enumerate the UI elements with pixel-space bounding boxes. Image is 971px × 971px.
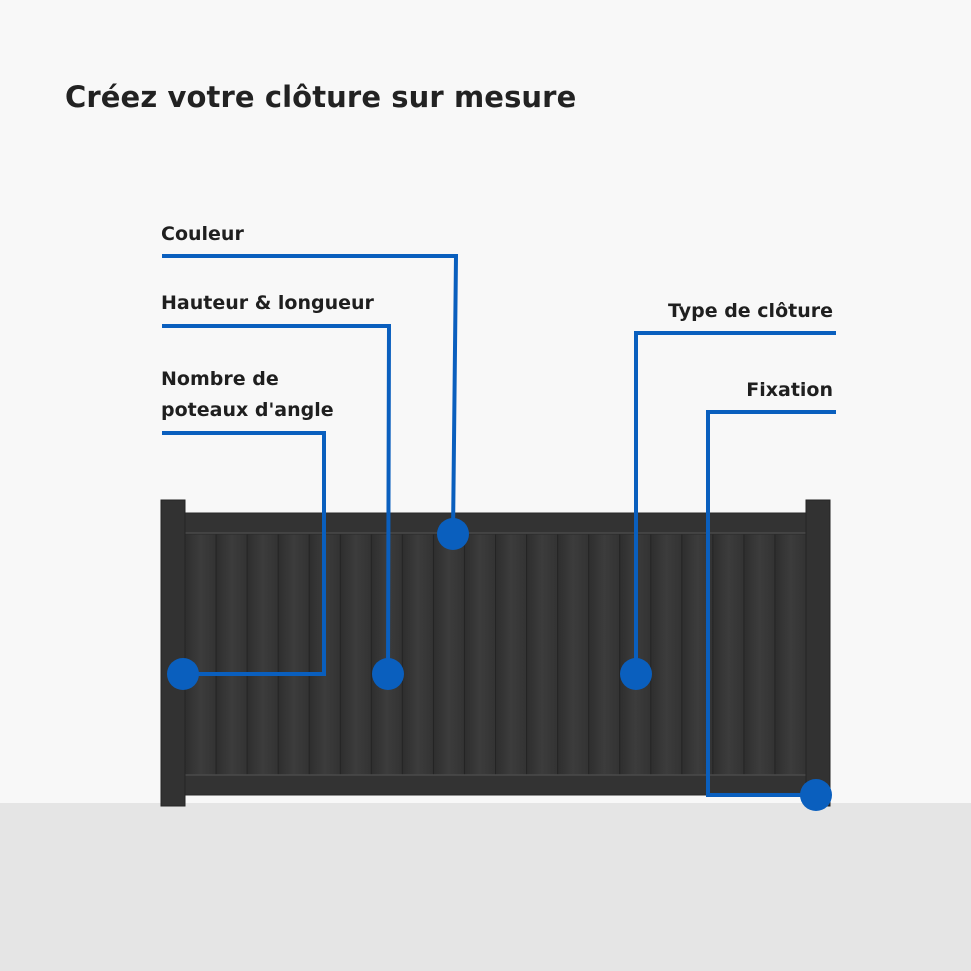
fence-slat <box>340 534 372 775</box>
type-cloture-label-text: Type de clôture <box>668 300 833 322</box>
fence-slat <box>464 534 496 775</box>
ground <box>0 803 971 971</box>
fence-slat <box>774 534 806 775</box>
fence <box>160 499 831 807</box>
fence-slat <box>185 534 217 775</box>
poteaux-angle-label-line1: Nombre de <box>161 368 279 390</box>
fence-slat <box>650 534 682 775</box>
hauteur-longueur-leader-line <box>162 324 392 675</box>
fence-top-rail <box>184 512 807 535</box>
poteaux-marker-dot[interactable] <box>167 658 199 690</box>
couleur-label: Couleur <box>161 219 244 250</box>
poteaux-leader-line <box>162 431 326 676</box>
fence-slat <box>495 534 527 775</box>
fence-slat <box>526 534 558 775</box>
fence-slat <box>712 534 744 775</box>
fence-post-left <box>160 499 186 807</box>
page-title: Créez votre clôture sur mesure <box>65 80 577 114</box>
couleur-label-text: Couleur <box>161 223 244 245</box>
fixation-marker-dot[interactable] <box>800 779 832 811</box>
fixation-label-text: Fixation <box>746 379 833 401</box>
couleur-marker-dot[interactable] <box>437 518 469 550</box>
fence-slats <box>185 534 806 775</box>
fence-bottom-rail <box>184 774 807 796</box>
fence-slat <box>588 534 620 775</box>
hauteur-longueur-marker-dot[interactable] <box>372 658 404 690</box>
poteaux-angle-label: Nombre de poteaux d'angle <box>161 364 334 426</box>
fence-slat <box>402 534 434 775</box>
type-cloture-marker-dot[interactable] <box>620 658 652 690</box>
fence-slat <box>216 534 248 775</box>
type-cloture-label: Type de clôture <box>668 296 833 327</box>
hauteur-longueur-label: Hauteur & longueur <box>161 288 374 319</box>
fence-slat <box>278 534 310 775</box>
fence-slat <box>743 534 775 775</box>
hauteur-longueur-label-text: Hauteur & longueur <box>161 292 374 314</box>
type-cloture-leader-line <box>634 331 836 674</box>
fence-slat <box>557 534 589 775</box>
couleur-leader-line <box>162 254 459 535</box>
fixation-leader-line <box>706 410 836 797</box>
fence-post-right <box>805 499 831 807</box>
fence-slat <box>247 534 279 775</box>
fence-slat <box>433 534 465 775</box>
poteaux-angle-label-line2: poteaux d'angle <box>161 399 334 421</box>
fixation-label: Fixation <box>746 375 833 406</box>
